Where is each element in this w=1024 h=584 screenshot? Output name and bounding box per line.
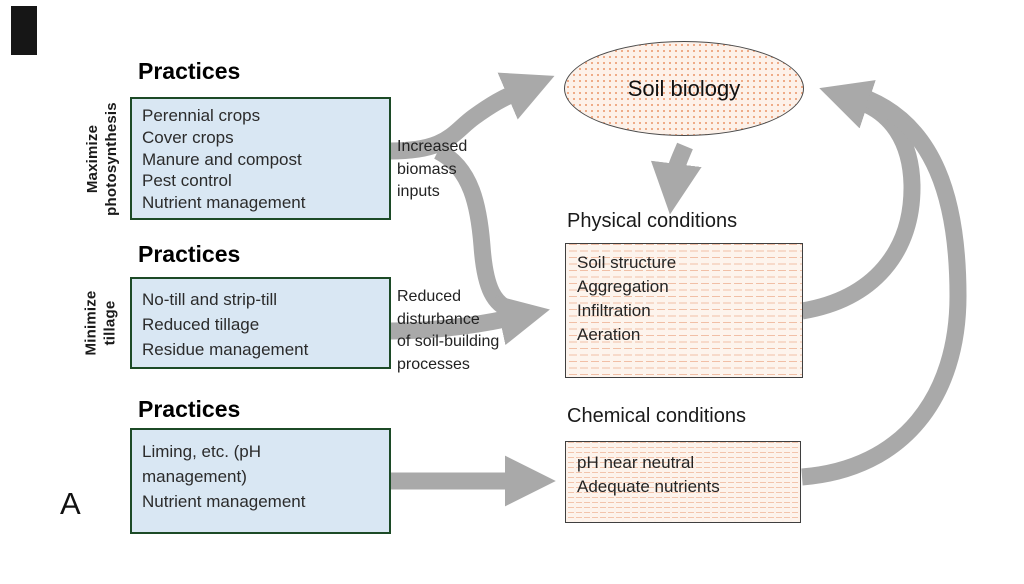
condition-item: Adequate nutrients xyxy=(577,476,720,496)
practices-box-maximize-photosynthesis: Perennial crops Cover crops Manure and c… xyxy=(130,97,391,220)
practice-item: Reduced tillage xyxy=(142,315,260,334)
condition-item: Aeration xyxy=(577,325,641,344)
physical-conditions-box: Soil structure Aggregation Infiltration … xyxy=(565,243,803,378)
practice-item: Liming, etc. (pH xyxy=(142,442,262,461)
arrow-chemical-to-soil-biology xyxy=(801,91,967,486)
label-reduced-disturbance: Reduced disturbance of soil-building pro… xyxy=(397,288,500,373)
soil-biology-label: Soil biology xyxy=(627,75,741,101)
practice-item: Cover crops xyxy=(142,127,234,147)
condition-item: Aggregation xyxy=(577,277,669,296)
figure-label: A xyxy=(60,486,81,521)
practice-item: No-till and strip-till xyxy=(142,290,278,309)
condition-item: pH near neutral xyxy=(577,453,695,472)
side-label-maximize-photosynthesis: Maximize photosynthesis xyxy=(78,97,126,220)
soil-biology-node: Soil biology xyxy=(564,41,804,136)
label-increased-biomass-inputs: Increased biomass inputs xyxy=(397,138,468,200)
practices-heading-1: Practices xyxy=(138,58,241,84)
arrow-soil-biology-to-physical xyxy=(650,142,702,215)
corner-mark xyxy=(11,6,37,55)
chemical-conditions-box: pH near neutral Adequate nutrients xyxy=(565,441,801,523)
practices-heading-3: Practices xyxy=(138,396,241,422)
side-label-line: Minimize xyxy=(82,290,100,356)
practices-box-liming: Liming, etc. (pH management) Nutrient ma… xyxy=(130,428,391,534)
condition-item: Infiltration xyxy=(577,301,651,320)
practice-item: Residue management xyxy=(142,340,309,359)
arrow-practices2-to-physical xyxy=(389,295,550,346)
practice-item: Manure and compost xyxy=(142,149,302,169)
practices-box-minimize-tillage: No-till and strip-till Reduced tillage R… xyxy=(130,277,391,369)
practice-item: Nutrient management xyxy=(142,492,306,511)
arrow-practices1-to-soil-biology xyxy=(389,72,555,160)
practice-item: Perennial crops xyxy=(142,106,261,125)
side-label-line: photosynthesis xyxy=(103,101,120,216)
physical-conditions-title: Physical conditions xyxy=(567,210,738,232)
practice-item: Nutrient management xyxy=(142,193,306,213)
side-label-minimize-tillage: Minimize tillage xyxy=(78,277,122,369)
practices-heading-2: Practices xyxy=(138,241,241,267)
practice-item: Pest control xyxy=(142,171,232,191)
practice-item: management) xyxy=(142,467,247,486)
condition-item: Soil structure xyxy=(577,253,677,272)
side-label-line: Maximize xyxy=(84,124,101,193)
arrow-physical-to-soil-biology xyxy=(800,80,921,320)
side-label-line: tillage xyxy=(101,300,119,346)
chemical-conditions-title: Chemical conditions xyxy=(567,405,746,427)
